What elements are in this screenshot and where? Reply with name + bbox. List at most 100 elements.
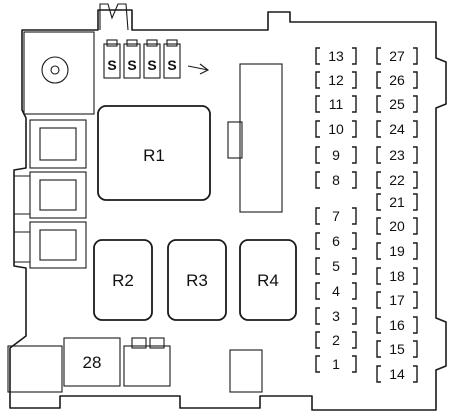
left-connectors	[14, 119, 87, 269]
relay-r2-label: R2	[112, 271, 134, 290]
fuse-bracket-left	[315, 171, 320, 189]
relay-r1-label: R1	[143, 146, 165, 165]
fuse-number: 26	[389, 72, 405, 88]
fuse-bracket-left	[315, 331, 320, 349]
s-fuse-tab	[146, 39, 158, 47]
bottom-connectors	[123, 337, 263, 393]
mounting-hole	[41, 56, 69, 84]
fuse-column-right: 27 26 25 24 23 22 21 20 19 18 17 16 15 14	[376, 47, 418, 383]
fuse-bracket-right	[352, 146, 357, 164]
s-fuse: S	[123, 39, 141, 79]
fuse-bracket-right	[352, 282, 357, 300]
component-28-label: 28	[83, 353, 102, 372]
s-fuse: S	[103, 39, 121, 79]
s-fuse-label: S	[147, 57, 156, 73]
fuse-number: 12	[328, 72, 344, 88]
fuse-bracket-left	[376, 267, 381, 285]
fuse-slot: 21	[376, 193, 418, 211]
fuse-number: 5	[332, 258, 340, 274]
fuse-number: 17	[389, 292, 405, 308]
s-fuse-body	[123, 43, 141, 79]
fuse-bracket-left	[315, 355, 320, 373]
fuse-number: 25	[389, 96, 405, 112]
fuse-bracket-left	[315, 47, 320, 65]
fuse-bracket-left	[315, 282, 320, 300]
fuse-bracket-left	[376, 146, 381, 164]
fuse-bracket-left	[376, 316, 381, 334]
fuse-slot: 1	[315, 355, 357, 373]
s-fuse-label: S	[167, 57, 176, 73]
fuse-number: 8	[332, 172, 340, 188]
fuse-bracket-left	[376, 47, 381, 65]
fuse-slot: 23	[376, 146, 418, 164]
fuse-bracket-left	[376, 365, 381, 383]
fuse-bracket-right	[413, 171, 418, 189]
fuse-slot: 9	[315, 146, 357, 164]
relay-r2: R2	[93, 239, 153, 321]
component-28: 28	[7, 337, 121, 393]
fuse-number: 11	[329, 96, 344, 112]
fuse-slot: 13	[315, 47, 357, 65]
fuse-bracket-left	[315, 71, 320, 89]
fuse-slot: 20	[376, 217, 418, 235]
fuse-bracket-left	[376, 193, 381, 211]
fuse-bracket-left	[376, 71, 381, 89]
fuse-bracket-right	[413, 146, 418, 164]
s-fuse-label: S	[107, 57, 116, 73]
fuse-slot: 15	[376, 340, 418, 358]
fuse-bracket-right	[413, 267, 418, 285]
component-28-box	[63, 337, 121, 387]
fuse-slot: 8	[315, 171, 357, 189]
fuse-bracket-right	[352, 207, 357, 225]
relay-r3-body	[167, 239, 227, 321]
fuse-slot: 27	[376, 47, 418, 65]
s-fuse-body	[163, 43, 181, 79]
fuse-number: 22	[389, 172, 405, 188]
fuse-bracket-left	[376, 242, 381, 260]
fuse-bracket-right	[413, 291, 418, 309]
fuse-bracket-left	[376, 217, 381, 235]
fuse-bracket-right	[413, 71, 418, 89]
fuse-slot: 16	[376, 316, 418, 334]
fuse-bracket-right	[352, 71, 357, 89]
fuse-number: 13	[328, 48, 344, 64]
fuse-number: 2	[332, 332, 340, 348]
s-fuse-arrow	[187, 63, 210, 75]
fuse-bracket-left	[376, 340, 381, 358]
fuse-bracket-left	[315, 207, 320, 225]
fuse-bracket-left	[315, 95, 320, 113]
fuse-number: 18	[389, 268, 405, 284]
fuse-slot: 6	[315, 232, 357, 250]
s-fuse-tab	[106, 39, 118, 47]
fuse-number: 19	[389, 243, 405, 259]
fuse-number: 6	[332, 233, 340, 249]
fuse-slot: 11	[315, 95, 357, 113]
fuse-number: 21	[389, 194, 405, 210]
fuse-slot: 26	[376, 71, 418, 89]
fuse-bracket-right	[352, 47, 357, 65]
relay-r4-body	[239, 239, 297, 321]
fuse-number: 23	[389, 147, 405, 163]
upper-left-block	[23, 31, 95, 115]
relay-r3-label: R3	[186, 271, 208, 290]
fuse-bracket-right	[413, 340, 418, 358]
fuse-slot: 24	[376, 120, 418, 138]
fuse-bracket-right	[352, 331, 357, 349]
fuse-slot: 19	[376, 242, 418, 260]
fuse-slot: 4	[315, 282, 357, 300]
s-fuse: S	[163, 39, 181, 79]
fuse-slot: 14	[376, 365, 418, 383]
fuse-bracket-left	[315, 232, 320, 250]
fuse-number: 9	[332, 147, 340, 163]
fuse-bracket-right	[352, 355, 357, 373]
fuse-bracket-right	[352, 95, 357, 113]
s-fuse-body	[103, 43, 121, 79]
relay-r3: R3	[167, 239, 227, 321]
fuse-slot: 17	[376, 291, 418, 309]
fuse-number: 7	[332, 208, 340, 224]
fuse-bracket-right	[413, 47, 418, 65]
fuse-bracket-right	[413, 217, 418, 235]
